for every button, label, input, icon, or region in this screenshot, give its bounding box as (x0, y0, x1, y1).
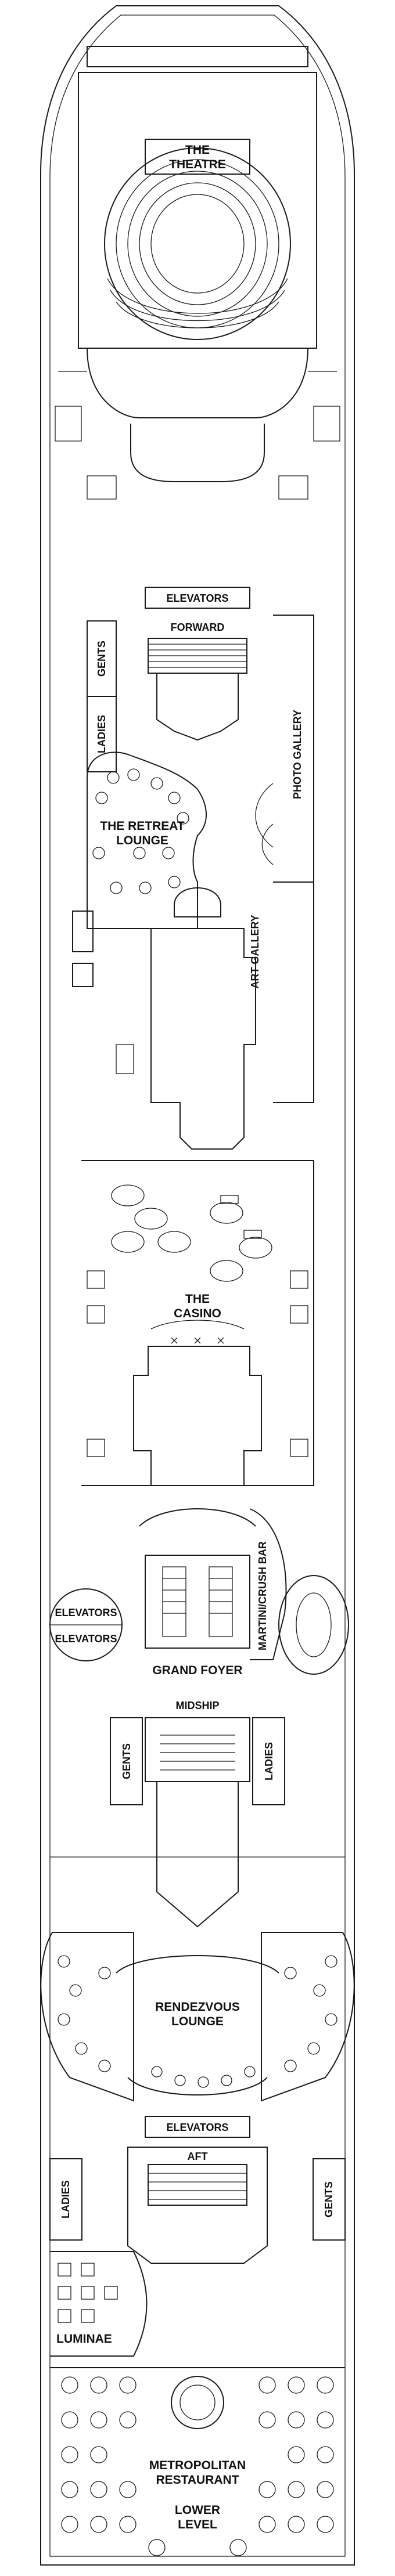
restaurant-tables (61, 2376, 334, 2556)
ladies-aft-label: LADIES (60, 2180, 71, 2219)
luminae-area[interactable] (50, 2251, 148, 2357)
photo-gallery-area[interactable] (255, 615, 314, 883)
elevators-aft-box[interactable] (127, 2116, 268, 2264)
hull-outline (40, 5, 355, 2566)
theatre-area[interactable] (55, 46, 340, 500)
forward-stairs (148, 644, 247, 668)
retreat-lounge-label-line2: LOUNGE (116, 834, 168, 847)
theatre-label-line1: THE (185, 143, 210, 157)
elevators-port-upper-label: ELEVATORS (55, 1607, 117, 1618)
martini-bar-area[interactable] (249, 1508, 349, 1675)
lower-level-label-line2: LEVEL (178, 2518, 217, 2531)
grand-foyer-stairs (162, 1566, 233, 1637)
retreat-seating (92, 768, 189, 894)
photo-gallery-label: PHOTO GALLERY (292, 710, 303, 799)
aft-restrooms[interactable] (49, 2158, 346, 2241)
luminae-label: LUMINAE (56, 2332, 112, 2346)
metropolitan-label-line2: RESTAURANT (156, 2473, 239, 2487)
casino-tables (111, 1184, 272, 1282)
martini-bar-label: MARTINI/CRUSH BAR (257, 1541, 268, 1650)
retreat-lounge-label-line1: THE RETREAT (100, 819, 185, 833)
casino-cross-tables (171, 1337, 224, 1344)
elevators-forward-label: ELEVATORS (166, 592, 228, 604)
metropolitan-label-line1: METROPOLITAN (149, 2459, 246, 2472)
elevators-forward-box[interactable] (145, 587, 250, 741)
grand-foyer-label: GRAND FOYER (152, 1664, 242, 1677)
midship-stairs (160, 1735, 235, 1771)
casino-area[interactable] (81, 1160, 314, 1486)
rendezvous-lounge-area[interactable] (40, 1932, 355, 2102)
metropolitan-restaurant-area[interactable] (50, 2367, 345, 2556)
art-gallery-label: ART GALLERY (249, 915, 261, 988)
central-block (116, 887, 256, 1150)
gents-aft-label: GENTS (323, 2181, 335, 2217)
elevators-port-lower-label: ELEVATORS (55, 1633, 117, 1645)
rendezvous-seating (58, 1955, 337, 2088)
elevators-aft-label: ELEVATORS (166, 2122, 228, 2133)
lower-level-label-line1: LOWER (175, 2503, 220, 2517)
casino-label-line1: THE (185, 1292, 210, 1306)
rendezvous-label-line2: LOUNGE (171, 2015, 224, 2028)
retreat-lounge-area[interactable] (72, 752, 207, 987)
theatre-label-line2: THEATRE (169, 158, 226, 171)
rendezvous-label-line1: RENDEZVOUS (155, 2000, 240, 2014)
casino-label-line2: CASINO (174, 1307, 221, 1320)
aft-stairs (148, 2173, 247, 2200)
midship-core[interactable] (110, 1717, 285, 1928)
forward-restrooms[interactable] (87, 620, 117, 772)
gents-midship-label: GENTS (121, 1743, 132, 1779)
slot-machine-banks (87, 1195, 308, 1457)
theatre-seating-rows (107, 278, 288, 328)
luminae-seating (58, 2263, 118, 2323)
ladies-forward-label: LADIES (96, 715, 107, 753)
art-gallery-area[interactable] (273, 881, 314, 1103)
gents-forward-label: GENTS (96, 641, 107, 677)
port-elevators[interactable] (49, 1588, 123, 1661)
midship-label: MIDSHIP (175, 1700, 219, 1711)
forward-label: FORWARD (171, 622, 225, 633)
ladies-midship-label: LADIES (263, 1742, 275, 1780)
aft-label: AFT (188, 2151, 208, 2162)
grand-foyer-area[interactable] (139, 1508, 256, 1649)
